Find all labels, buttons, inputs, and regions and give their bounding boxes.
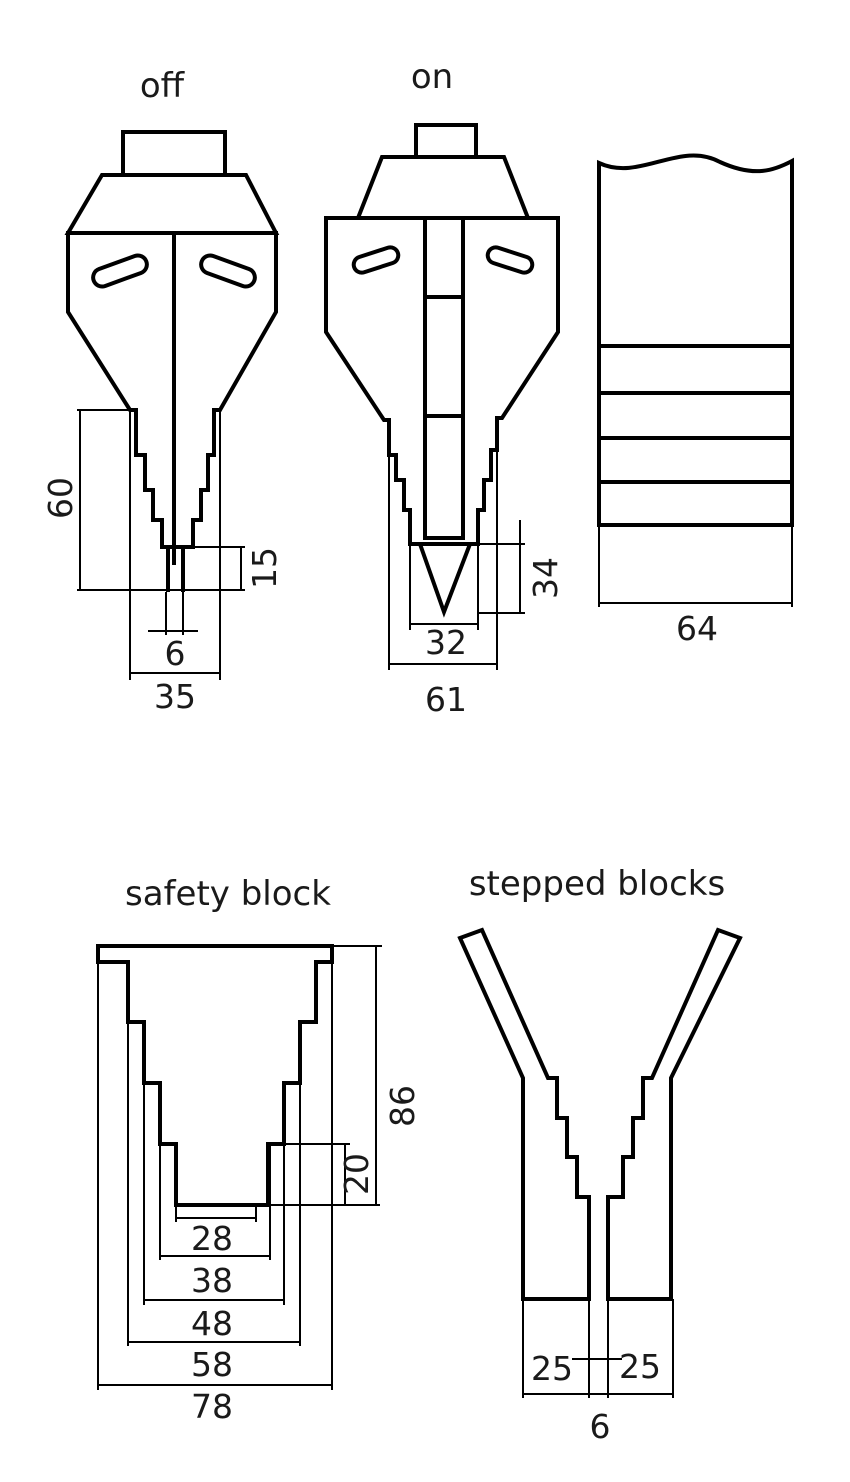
off-tool-tang — [121, 130, 227, 177]
safety-w28-value: 28 — [191, 1219, 233, 1258]
on-tool-insert — [423, 216, 465, 540]
on-v-height-value: 34 — [526, 557, 565, 599]
on-width-value: 61 — [425, 680, 467, 719]
stepped-block-right — [606, 927, 743, 1301]
safety-w48-value: 48 — [191, 1304, 233, 1343]
on-tool-shoulder — [355, 155, 531, 220]
safety-block-label: safety block — [125, 874, 331, 914]
on-v-width-value: 32 — [425, 623, 467, 662]
off-label: off — [140, 66, 186, 106]
safety-height-value: 86 — [383, 1085, 422, 1127]
stepped-blocks: stepped blocks 25 25 6 — [457, 864, 743, 1446]
on-tool-slot-left — [351, 245, 401, 275]
on-tool: on 34 32 61 — [324, 57, 565, 719]
on-tool-v-tip — [417, 542, 473, 618]
side-view-outline — [597, 153, 794, 527]
off-tool-shoulder — [64, 173, 280, 235]
on-tool-tang — [414, 123, 478, 159]
safety-block-outline — [96, 944, 334, 1207]
side-width-value: 64 — [676, 609, 718, 648]
off-height-value: 60 — [41, 477, 80, 519]
stepped-gap-value: 6 — [590, 1407, 611, 1446]
on-tool-slot-right — [485, 245, 535, 275]
safety-w38-value: 38 — [191, 1261, 233, 1300]
side-view: 64 — [597, 153, 794, 648]
off-tip-value: 15 — [245, 547, 284, 589]
stepped-block-left — [457, 927, 591, 1301]
safety-block: safety block 86 20 28 38 48 58 — [96, 874, 422, 1426]
stepped-left-width-value: 25 — [531, 1349, 573, 1388]
off-tool-slot-left — [91, 253, 149, 289]
off-tool-slot-right — [199, 253, 257, 289]
safety-w58-value: 58 — [191, 1345, 233, 1384]
off-slot-value: 6 — [165, 634, 186, 673]
on-label: on — [411, 57, 453, 97]
stepped-blocks-label: stepped blocks — [469, 864, 725, 904]
off-width-value: 35 — [154, 677, 196, 716]
stepped-right-width-value: 25 — [619, 1347, 661, 1386]
safety-step-value: 20 — [337, 1153, 376, 1195]
safety-w78-value: 78 — [191, 1387, 233, 1426]
on-tool-body — [324, 216, 560, 546]
off-tool: off 60 15 6 35 — [41, 66, 284, 716]
